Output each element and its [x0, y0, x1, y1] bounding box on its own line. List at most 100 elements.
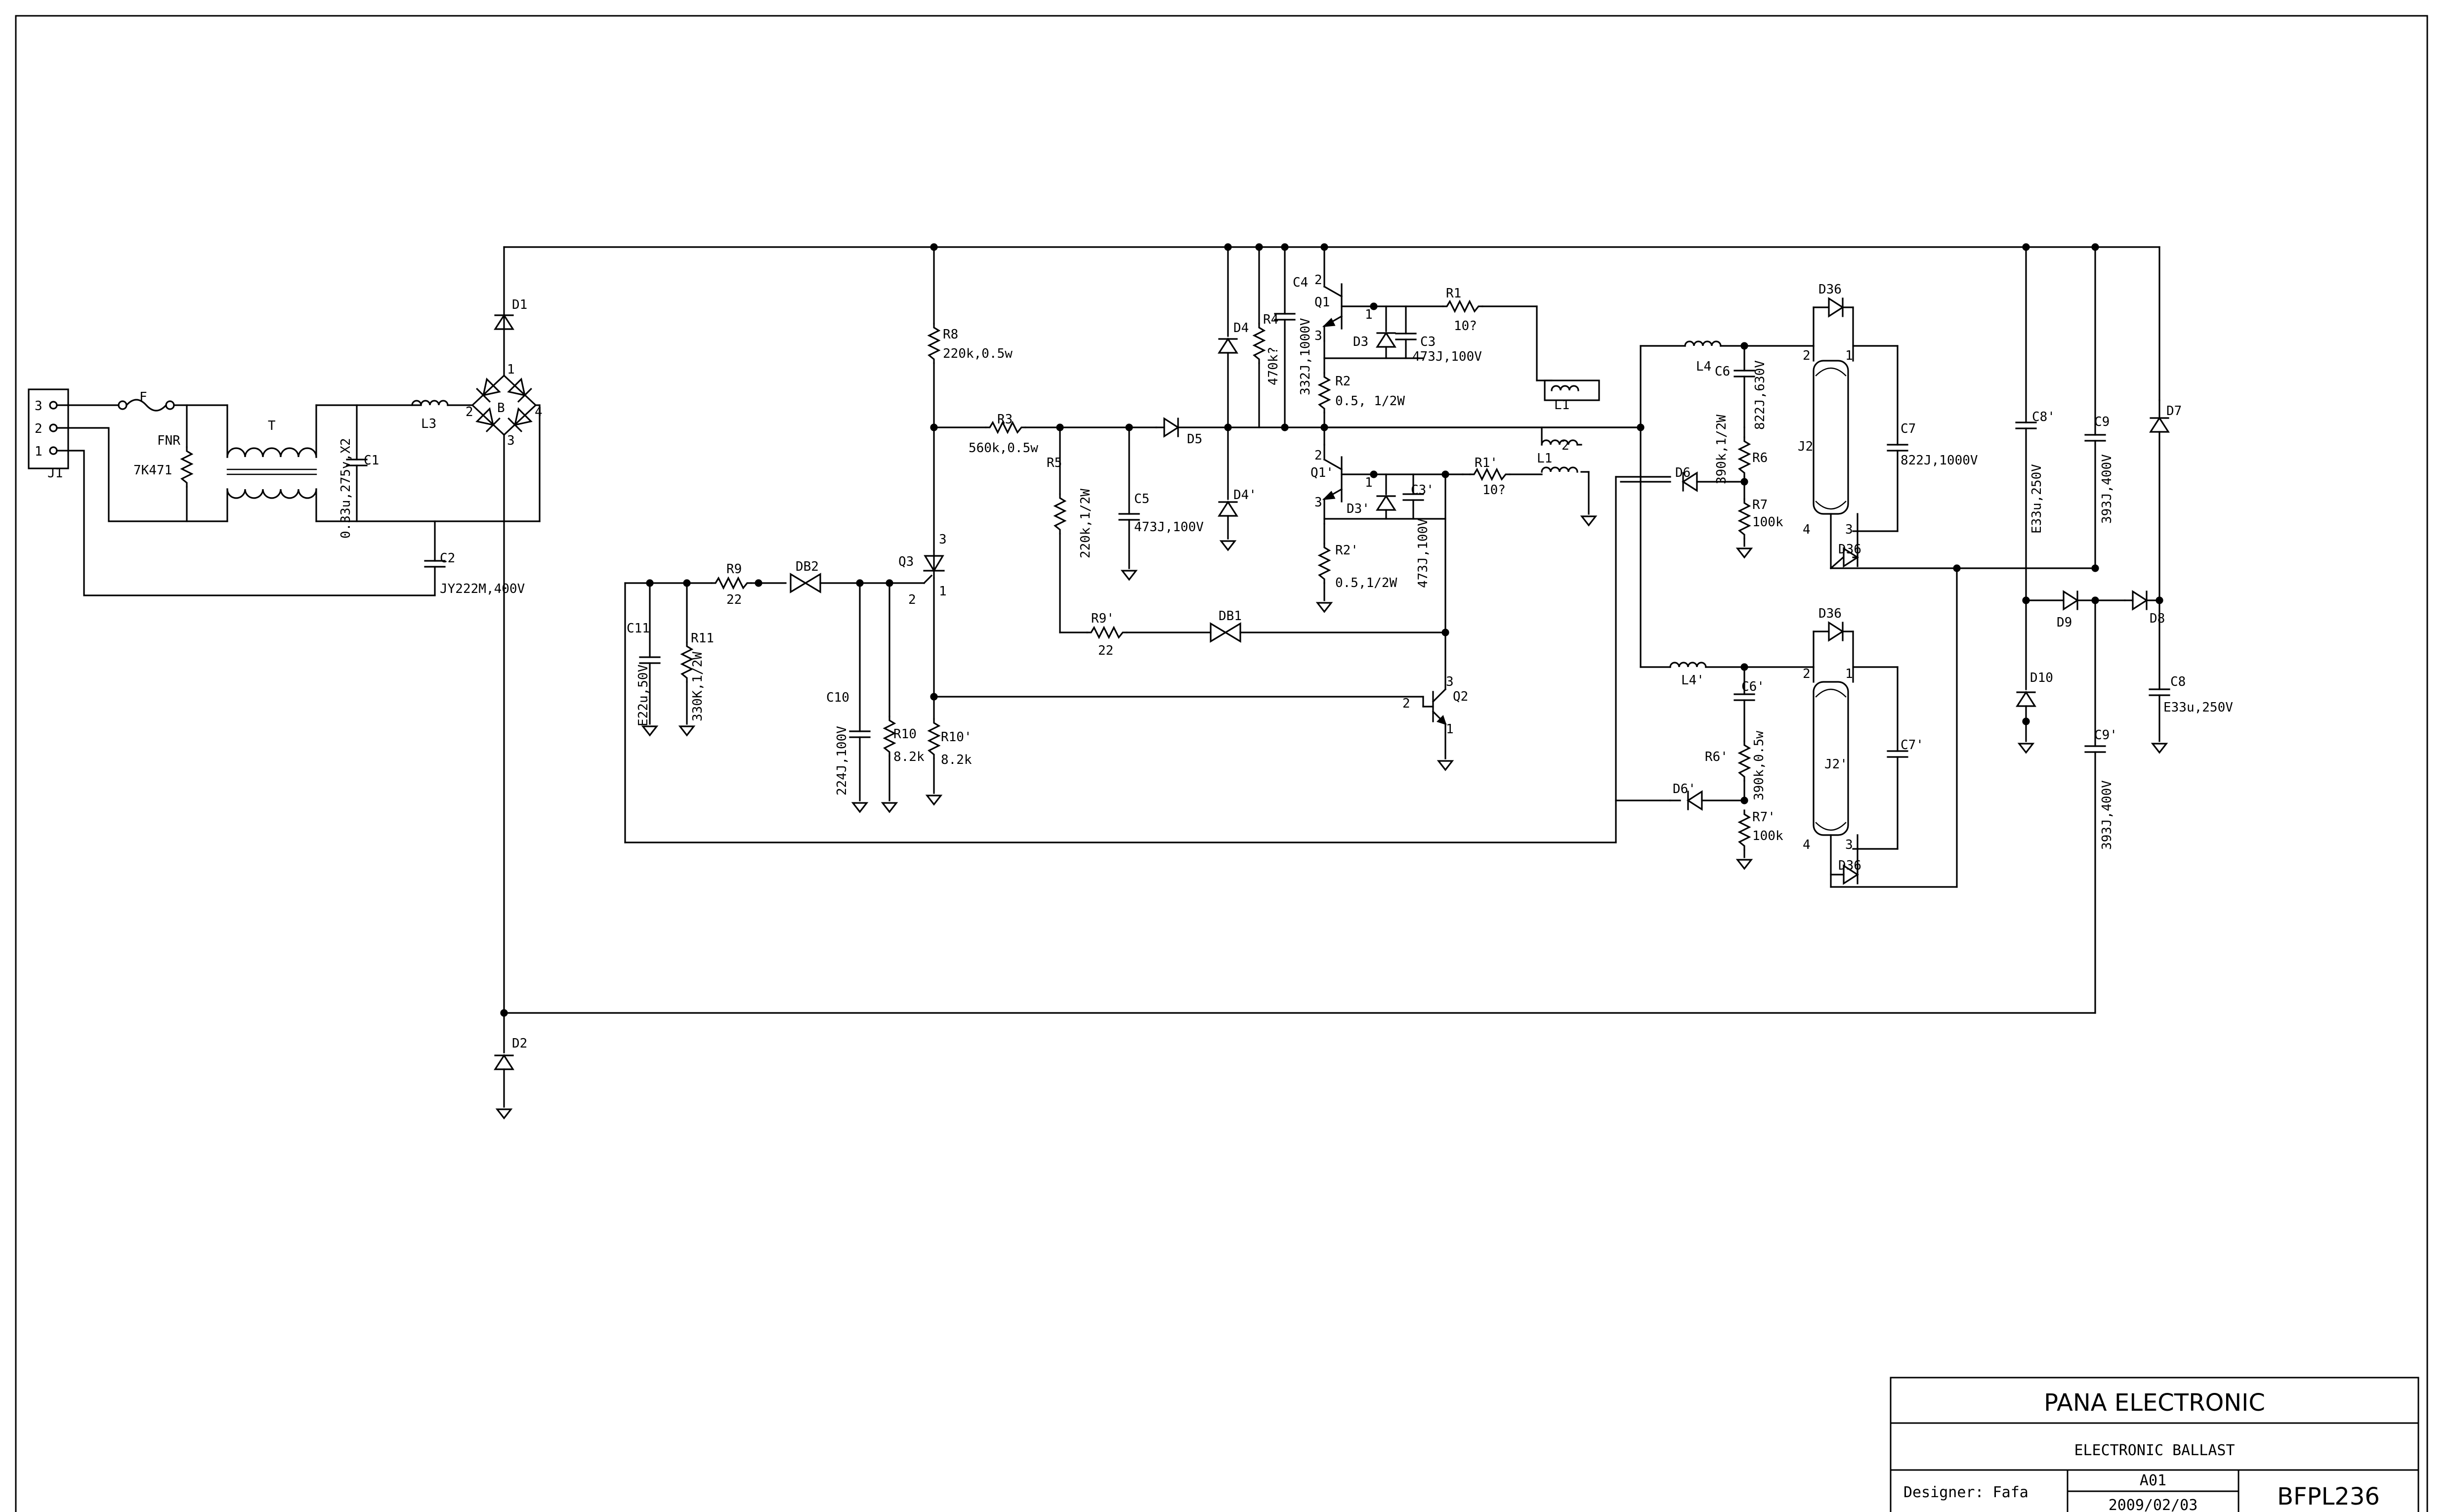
c4-value: 332J,1000V — [1298, 318, 1313, 395]
part-number: BFPL236 — [2277, 1483, 2380, 1511]
j2p-pin3: 3 — [1845, 838, 1853, 852]
lamp-circuit-2: L4' C6' R6' 390k,0.5w R7' 100k D6' J2' 2… — [1640, 564, 1961, 888]
r8-value: 220k,0.5w — [943, 346, 1013, 361]
d5-label: D5 — [1187, 432, 1202, 447]
q1p-label: Q1' — [1310, 465, 1334, 480]
dc-bus — [500, 246, 2160, 1017]
l1p-pin: 2 — [1562, 438, 1569, 453]
r9-value: 22 — [726, 592, 742, 607]
lamp-circuit-1: L4 C6 822J,630V R6 390k,1/2W R7 100k D6 … — [1620, 282, 1978, 570]
date-label: 2009/02/03 — [2109, 1497, 2198, 1512]
c10-label: C10 — [826, 690, 849, 705]
r9p-value: 22 — [1098, 643, 1113, 658]
c8p-value: E33u,250V — [2029, 464, 2044, 534]
c11-label: C11 — [627, 621, 650, 636]
title-block: PANA ELECTRONIC ELECTRONIC BALLAST Desig… — [1890, 1377, 2419, 1512]
d3-label: D3 — [1353, 335, 1368, 349]
r1p-label: R1' — [1475, 456, 1498, 470]
drawing-title: ELECTRONIC BALLAST — [2074, 1442, 2235, 1459]
d36-bot-label: D36 — [1838, 542, 1861, 557]
r7p-label: R7' — [1752, 810, 1775, 825]
j1-pin2-label: 2 — [35, 421, 42, 436]
r10p-value: 8.2k — [941, 753, 972, 767]
c3p-label: C3' — [1411, 483, 1434, 498]
c8-label: C8 — [2170, 674, 2186, 689]
d6-label: D6 — [1675, 465, 1690, 480]
r5-value: 220k,1/2W — [1078, 489, 1093, 558]
d6p-label: D6' — [1673, 782, 1696, 797]
control-section: R8 220k,0.5w R3 560k,0.5w 3 Q3 2 1 R9 22… — [624, 243, 1642, 843]
q1p-pin2: 2 — [1314, 448, 1322, 463]
q1-pin3: 3 — [1314, 329, 1322, 343]
d10-label: D10 — [2030, 671, 2053, 685]
c7p-label: C7' — [1901, 738, 1924, 753]
r3-value: 560k,0.5w — [969, 441, 1038, 456]
c3p-value: 473J,100V — [1416, 518, 1431, 588]
c6-label: C6 — [1715, 364, 1730, 379]
c3-value: 473J,100V — [1412, 349, 1482, 364]
r6p-value: 390k,0.5w — [1752, 731, 1767, 800]
c6-value: 822J,630V — [1753, 360, 1768, 430]
c11-value: E22u,50V — [636, 665, 651, 726]
r7-label: R7 — [1752, 498, 1768, 512]
bridge-pin2: 2 — [465, 405, 473, 420]
fnr-label: FNR — [157, 433, 180, 448]
c5-value: 473J,100V — [1134, 520, 1204, 535]
j1-pin1-label: 1 — [35, 444, 42, 459]
r2-value: 0.5, 1/2W — [1335, 394, 1405, 409]
c4-label: C4 — [1293, 275, 1308, 290]
half-bridge: D4 D4' R4 470k? C4 332J,1000V 2 Q1 1 3 — [1218, 243, 1671, 801]
q1-pin1: 1 — [1365, 307, 1373, 322]
r5-label: R5 — [1047, 456, 1062, 470]
l3-label: L3 — [421, 417, 436, 431]
q1p-pin1: 1 — [1365, 475, 1373, 490]
r2-label: R2 — [1335, 374, 1351, 389]
q2-pin1: 1 — [1446, 722, 1454, 737]
c9-value: 393J,400V — [2100, 454, 2114, 524]
j2-label: J2 — [1798, 439, 1813, 454]
c8p-label: C8' — [2032, 410, 2055, 424]
c9p-value: 393J,400V — [2100, 780, 2114, 850]
r10-label: R10 — [893, 727, 917, 742]
c9-label: C9 — [2094, 415, 2110, 429]
l1p-label: L1 — [1537, 451, 1552, 466]
drawing-frame — [15, 15, 2428, 1512]
bridge-pin4: 4 — [535, 405, 543, 420]
d9-label: D9 — [2057, 615, 2072, 630]
c6p-label: C6' — [1741, 679, 1765, 694]
bridge-label: B — [497, 401, 505, 416]
q2-pin3: 3 — [1446, 674, 1454, 689]
c9p-label: C9' — [2094, 728, 2117, 743]
j2-pin4: 4 — [1803, 522, 1811, 537]
r1p-value: 10? — [1482, 483, 1506, 498]
c7-value: 822J,1000V — [1901, 453, 1978, 468]
q2-pin2: 2 — [1402, 696, 1410, 711]
l4-label: L4 — [1696, 359, 1711, 374]
db2-label: DB2 — [796, 559, 819, 574]
c5-label: C5 — [1134, 492, 1149, 506]
j2-pin1: 1 — [1845, 348, 1853, 363]
j2-pin2: 2 — [1803, 348, 1811, 363]
d4p-label: D4' — [1233, 488, 1257, 503]
d1-label: D1 — [512, 297, 527, 312]
r10p-label: R10' — [941, 730, 972, 745]
q1-pin2: 2 — [1314, 273, 1322, 288]
bridge-pin1: 1 — [507, 362, 515, 377]
d7-label: D7 — [2166, 404, 2182, 419]
r4-value: 470k? — [1266, 347, 1281, 385]
d36p-top-label: D36 — [1818, 606, 1842, 621]
choke-label: T — [268, 419, 276, 433]
r7p-value: 100k — [1752, 829, 1783, 843]
q3-pin3: 3 — [939, 532, 947, 547]
c8-value: E33u,250V — [2163, 700, 2233, 715]
r9-label: R9 — [726, 562, 742, 577]
valley-fill: C8' E33u,250V C9 393J,400V C9' 393J,400V… — [1956, 243, 2233, 1014]
r11-label: R11 — [691, 631, 714, 646]
q3-pin2: 2 — [908, 592, 916, 607]
r1-value: 10? — [1454, 319, 1477, 334]
d8-label: D8 — [2150, 611, 2165, 626]
r1-label: R1 — [1446, 286, 1461, 301]
bridge-pin3: 3 — [507, 433, 515, 448]
c7-label: C7 — [1901, 421, 1916, 436]
